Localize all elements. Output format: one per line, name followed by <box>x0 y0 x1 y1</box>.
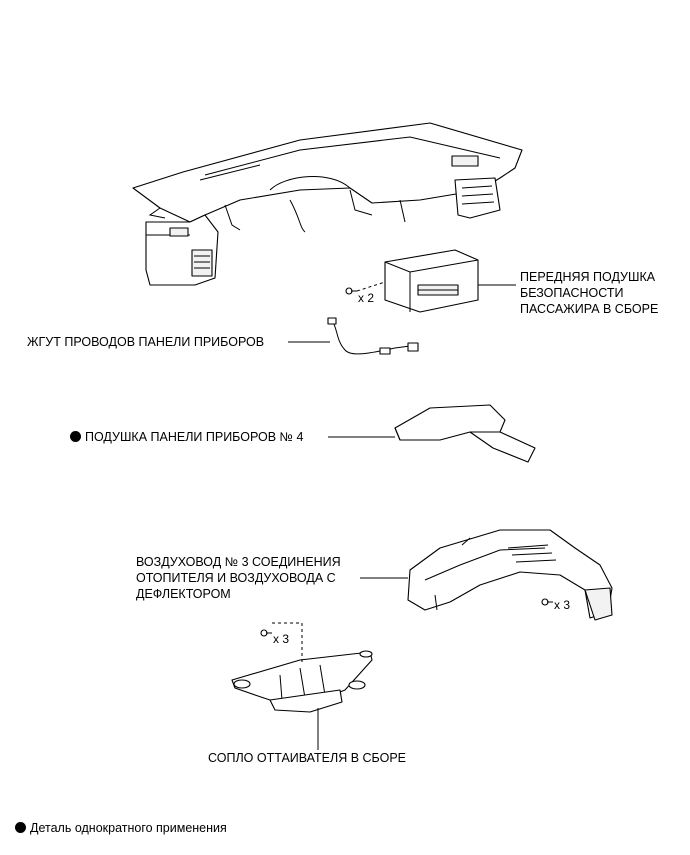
duct-label-line-2: ОТОПИТЕЛЯ И ВОЗДУХОВОДА С <box>136 571 336 585</box>
duct-drawing <box>407 529 613 621</box>
airbag-label-line-3: ПАССАЖИРА В СБОРЕ <box>520 302 659 316</box>
duct-label-line-3: ДЕФЛЕКТОРОМ <box>136 587 231 601</box>
defroster-nozzle-drawing <box>231 650 373 713</box>
cushion-drawing <box>394 404 536 463</box>
airbag-label-line-1: ПЕРЕДНЯЯ ПОДУШКА <box>520 270 656 284</box>
airbag-label-line-2: БЕЗОПАСНОСТИ <box>520 286 624 300</box>
duct-screw-icon <box>541 598 553 606</box>
cushion-label: ПОДУШКА ПАНЕЛИ ПРИБОРОВ № 4 <box>70 429 303 445</box>
cushion-label-text: ПОДУШКА ПАНЕЛИ ПРИБОРОВ № 4 <box>85 430 304 444</box>
airbag-screw-dashline <box>356 281 386 292</box>
nozzle-screw-dashline <box>272 622 303 665</box>
one-time-use-dot-icon <box>70 431 81 442</box>
legend-dot-icon <box>15 822 26 833</box>
duct-label-line-1: ВОЗДУХОВОД № 3 СОЕДИНЕНИЯ <box>136 555 341 569</box>
harness-label: ЖГУТ ПРОВОДОВ ПАНЕЛИ ПРИБОРОВ <box>27 335 265 349</box>
duct-label: ВОЗДУХОВОД № 3 СОЕДИНЕНИЯ ОТОПИТЕЛЯ И ВО… <box>136 554 341 602</box>
airbag-label: ПЕРЕДНЯЯ ПОДУШКА БЕЗОПАСНОСТИ ПАССАЖИРА … <box>520 269 658 317</box>
instrument-panel-drawing <box>132 122 523 286</box>
airbag-screw-quantity: x 2 <box>358 291 375 305</box>
duct-screw-quantity: x 3 <box>554 598 571 612</box>
legend: Деталь однократного применения <box>15 820 227 836</box>
nozzle-screw-quantity: x 3 <box>273 632 290 646</box>
airbag-screw-icon <box>345 287 357 295</box>
passenger-airbag-drawing <box>384 249 479 313</box>
wire-harness-drawing <box>327 317 419 355</box>
nozzle-label: СОПЛО ОТТАИВАТЕЛЯ В СБОРЕ <box>208 751 407 765</box>
legend-text: Деталь однократного применения <box>30 821 227 835</box>
nozzle-screw-icon <box>260 629 272 637</box>
